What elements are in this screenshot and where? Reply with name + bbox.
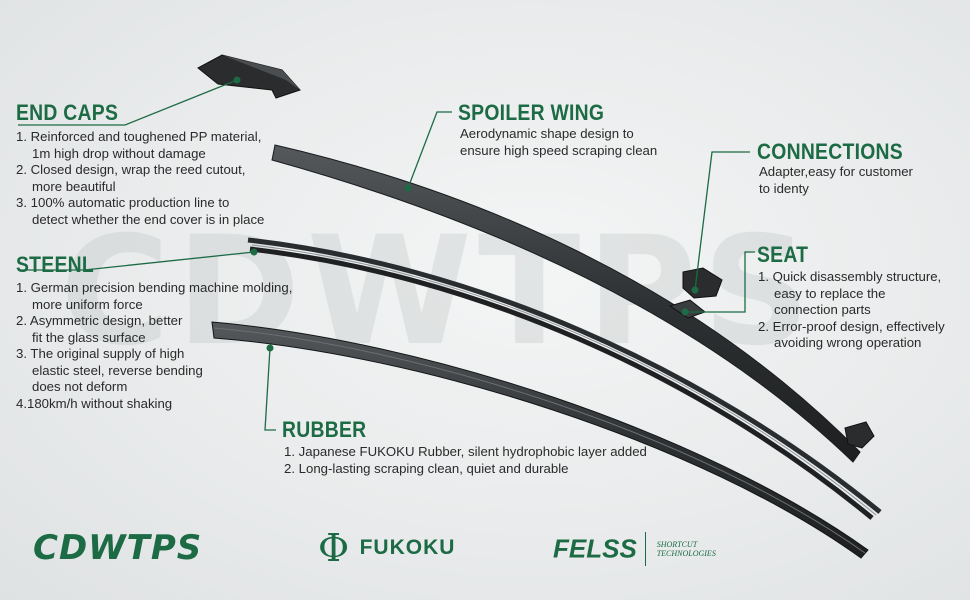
- felss-tagline-line: SHORTCUT: [656, 540, 698, 549]
- felss-tagline: SHORTCUT TECHNOLOGIES: [657, 540, 716, 558]
- end-caps-line: 3. 100% automatic production line to: [16, 195, 230, 210]
- cdwtps-logo: CDWTPS: [33, 528, 202, 568]
- rubber-heading: RUBBER: [282, 417, 367, 442]
- steel-line: 1. German precision bending machine mold…: [16, 280, 293, 295]
- seat-line: easy to replace the: [774, 285, 886, 301]
- end-caps-line: 1m high drop without damage: [32, 145, 206, 161]
- connection-adapter-part: [682, 267, 723, 299]
- seat-line: 2. Error-proof design, effectively: [758, 318, 945, 334]
- spoiler-wing-description: Aerodynamic shape design to ensure high …: [460, 126, 657, 159]
- steel-line: elastic steel, reverse bending: [32, 362, 203, 378]
- end-caps-line: more beautiful: [32, 178, 116, 194]
- fukoku-logo-text: FUKOKU: [359, 536, 456, 559]
- connections-line: Adapter,easy for customer: [759, 164, 913, 179]
- steel-line: 3. The original supply of high: [16, 346, 185, 361]
- connections-line: to identy: [759, 180, 809, 196]
- steel-heading: STEENL: [16, 252, 94, 277]
- steel-line: more uniform force: [32, 296, 143, 312]
- felss-tagline-line: TECHNOLOGIES: [656, 549, 716, 558]
- steel-line: does not deform: [32, 379, 128, 394]
- seat-description: 1. Quick disassembly structure, easy to …: [758, 269, 945, 352]
- end-caps-line: detect whether the end cover is in place: [32, 211, 265, 227]
- cdwtps-logo-text: CDWTPS: [33, 528, 203, 568]
- connections-heading: CONNECTIONS: [757, 139, 903, 164]
- felss-divider: [645, 532, 647, 566]
- end-caps-description: 1. Reinforced and toughened PP material,…: [16, 129, 264, 228]
- felss-logo-text: FELSS: [553, 533, 637, 564]
- rubber-description: 1. Japanese FUKOKU Rubber, silent hydrop…: [284, 444, 647, 477]
- steel-line: 2. Asymmetric design, better: [16, 313, 183, 328]
- steel-line: fit the glass surface: [32, 329, 146, 345]
- seat-line: connection parts: [774, 302, 871, 317]
- steel-description: 1. German precision bending machine mold…: [16, 280, 292, 412]
- spoiler-wing-heading: SPOILER WING: [458, 100, 605, 125]
- spoiler-wing-line: Aerodynamic shape design to: [460, 126, 634, 141]
- spoiler-wing-line: ensure high speed scraping clean: [460, 142, 658, 158]
- seat-line: 1. Quick disassembly structure,: [758, 269, 942, 284]
- spoiler-wing-part: [271, 144, 861, 463]
- end-caps-line: 2. Closed design, wrap the reed cutout,: [16, 162, 246, 177]
- fukoku-symbol-icon: Φ: [318, 526, 350, 570]
- felss-logo: FELSS SHORTCUT TECHNOLOGIES: [553, 532, 716, 566]
- end-cap-part: [197, 54, 301, 99]
- end-caps-heading: END CAPS: [16, 100, 119, 125]
- steel-strip-part: [247, 237, 882, 514]
- rubber-line: 2. Long-lasting scraping clean, quiet an…: [284, 460, 569, 476]
- seat-heading: SEAT: [757, 242, 809, 267]
- steel-line: 4.180km/h without shaking: [16, 395, 173, 411]
- tip-clip-part: [844, 421, 875, 449]
- connections-description: Adapter,easy for customer to identy: [759, 164, 913, 197]
- brand-watermark: CDWTPS: [60, 205, 817, 379]
- end-caps-line: 1. Reinforced and toughened PP material,: [16, 129, 262, 144]
- fukoku-logo: Φ FUKOKU: [318, 526, 455, 570]
- rubber-line: 1. Japanese FUKOKU Rubber, silent hydrop…: [284, 444, 647, 459]
- rubber-refill-part: [211, 321, 869, 559]
- seat-line: avoiding wrong operation: [774, 335, 922, 350]
